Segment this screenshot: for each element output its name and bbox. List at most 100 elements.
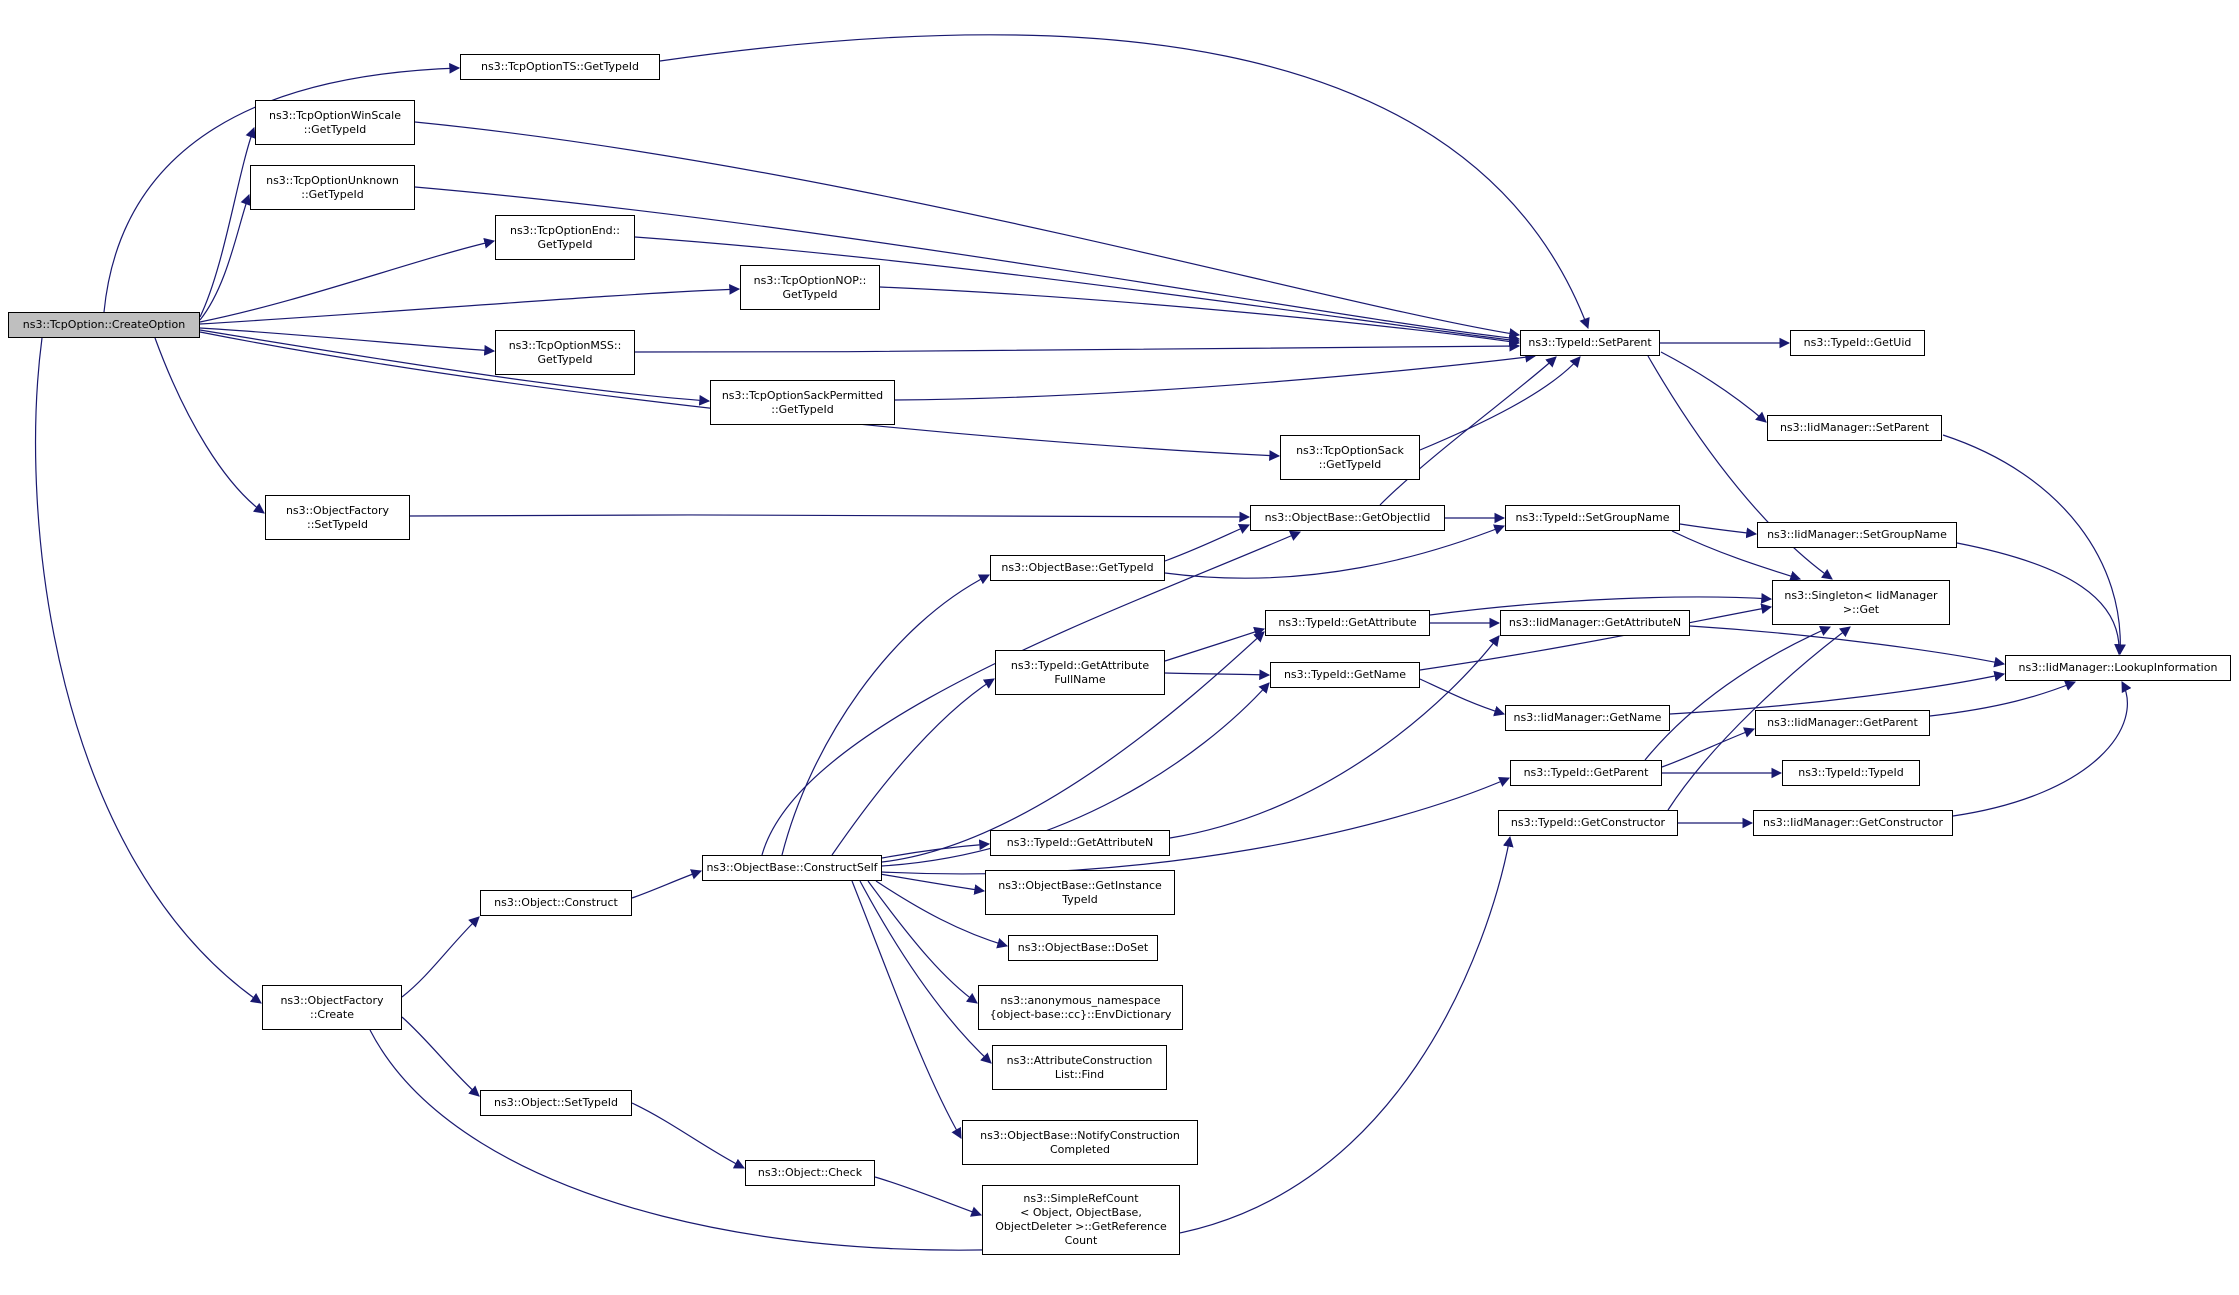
edge-constructself-to-doset	[875, 880, 1009, 949]
node-label: ns3::TypeId::GetParent	[1523, 766, 1649, 779]
node-label: ::GetTypeId	[303, 122, 367, 136]
node-lookupinfo[interactable]: ns3::IidManager::LookupInformation	[2005, 655, 2231, 681]
node-objbase_getobjectiid[interactable]: ns3::ObjectBase::GetObjectIid	[1250, 505, 1445, 531]
node-simple_refcount[interactable]: ns3::SimpleRefCount< Object, ObjectBase,…	[982, 1185, 1180, 1255]
node-label: ::Create	[310, 1007, 354, 1021]
node-typeid_setgroupname[interactable]: ns3::TypeId::SetGroupName	[1505, 505, 1680, 531]
edge-iid_getname-to-lookupinfo	[1669, 670, 2006, 715]
edge-objfac_settypeid-to-objbase_getobjectiid	[409, 511, 1251, 523]
node-label: ns3::TypeId::SetGroupName	[1515, 511, 1670, 524]
node-objbase_gettypeid[interactable]: ns3::ObjectBase::GetTypeId	[990, 555, 1165, 581]
node-iid_getparent[interactable]: ns3::IidManager::GetParent	[1755, 710, 1930, 736]
edge-ts_gettypeid-to-typeid_setparent	[659, 34, 1590, 330]
node-iid_setparent[interactable]: ns3::IidManager::SetParent	[1767, 415, 1942, 441]
node-label: ns3::Object::SetTypeId	[494, 1096, 618, 1109]
node-mss_gettypeid[interactable]: ns3::TcpOptionMSS::GetTypeId	[495, 330, 635, 375]
node-label: ns3::IidManager::SetParent	[1779, 421, 1930, 434]
edge-constructself-to-objbase_getobjectiid	[761, 530, 1301, 856]
node-label: ns3::anonymous_namespace	[1000, 993, 1161, 1007]
node-envdict[interactable]: ns3::anonymous_namespace{object-base::cc…	[978, 985, 1183, 1030]
edge-objbase_gettypeid-to-objbase_getobjectiid	[1164, 524, 1250, 562]
node-doset[interactable]: ns3::ObjectBase::DoSet	[1008, 935, 1158, 961]
edge-objbase_getobjectiid-to-typeid_setparent	[1379, 356, 1557, 506]
node-object_check[interactable]: ns3::Object::Check	[745, 1160, 875, 1186]
node-label: < Object, ObjectBase,	[1020, 1206, 1142, 1219]
node-create_option[interactable]: ns3::TcpOption::CreateOption	[8, 312, 200, 338]
node-object_construct[interactable]: ns3::Object::Construct	[480, 890, 632, 916]
edge-typeid_getname-to-iid_getname	[1419, 678, 1506, 717]
node-typeid_getparent[interactable]: ns3::TypeId::GetParent	[1510, 760, 1662, 786]
node-label: GetTypeId	[537, 237, 593, 251]
edge-typeid_getattributen-to-iid_getattributen	[1169, 635, 1500, 839]
node-label: List::Find	[1054, 1067, 1105, 1081]
node-end_gettypeid[interactable]: ns3::TcpOptionEnd::GetTypeId	[495, 215, 635, 260]
node-label: ns3::TcpOption::CreateOption	[22, 318, 186, 331]
node-typeid_getname[interactable]: ns3::TypeId::GetName	[1270, 662, 1420, 688]
edge-objbase_gettypeid-to-typeid_setgroupname	[1164, 524, 1506, 579]
node-objfac_settypeid[interactable]: ns3::ObjectFactory::SetTypeId	[265, 495, 410, 540]
edge-typeid_getattribute-to-singleton_get	[1429, 593, 1773, 616]
edge-create_option-to-unknown_gettypeid	[199, 193, 251, 321]
node-label: ns3::TypeId::GetName	[1283, 668, 1407, 681]
edge-typeid_setgroupname-to-singleton_get	[1671, 530, 1802, 582]
edge-constructself-to-typeid_getattributen	[881, 839, 991, 859]
node-label: ns3::TypeId::TypeId	[1798, 766, 1904, 779]
edge-create_option-to-winscale_gettypeid	[199, 126, 256, 318]
node-typeid_getattribute[interactable]: ns3::TypeId::GetAttribute	[1265, 610, 1430, 636]
node-label: ns3::TypeId::SetParent	[1528, 336, 1652, 349]
node-iid_setgroupname[interactable]: ns3::IidManager::SetGroupName	[1757, 522, 1957, 548]
node-label: ns3::TypeId::GetUid	[1803, 336, 1912, 349]
node-typeid_typeid[interactable]: ns3::TypeId::TypeId	[1782, 760, 1920, 786]
node-label: >::Get	[1842, 602, 1880, 616]
node-singleton_get[interactable]: ns3::Singleton< IidManager>::Get	[1772, 580, 1950, 625]
edge-constructself-to-find	[859, 880, 992, 1064]
edge-typeid_setgroupname-to-iid_setgroupname	[1679, 523, 1758, 539]
edge-create_option-to-nop_gettypeid	[199, 283, 741, 325]
edge-constructself-to-objbase_gettypeid	[781, 574, 990, 856]
edge-constructself-to-typeid_getparent	[881, 776, 1510, 875]
node-label: ns3::IidManager::SetGroupName	[1767, 528, 1947, 541]
edge-create_option-to-objfac_settypeid	[154, 337, 265, 514]
node-winscale_gettypeid[interactable]: ns3::TcpOptionWinScale::GetTypeId	[255, 100, 415, 145]
node-label: ::GetTypeId	[301, 187, 364, 201]
node-typeid_getattributen[interactable]: ns3::TypeId::GetAttributeN	[990, 830, 1170, 856]
node-label: ns3::ObjectBase::GetObjectIid	[1264, 511, 1431, 524]
edge-create_option-to-ts_gettypeid	[103, 62, 461, 313]
node-label: ns3::ObjectBase::ConstructSelf	[706, 861, 878, 874]
edge-typeid_getconstructor-to-singleton_get	[1667, 626, 1851, 811]
node-typeid_getuid[interactable]: ns3::TypeId::GetUid	[1790, 330, 1925, 356]
node-objfac_create[interactable]: ns3::ObjectFactory::Create	[262, 985, 402, 1030]
node-iid_getattributen[interactable]: ns3::IidManager::GetAttributeN	[1500, 610, 1690, 636]
edge-object_settypeid-to-object_check	[631, 1102, 745, 1169]
node-label: ::GetTypeId	[1318, 457, 1382, 471]
node-nop_gettypeid[interactable]: ns3::TcpOptionNOP::GetTypeId	[740, 265, 880, 310]
node-constructself[interactable]: ns3::ObjectBase::ConstructSelf	[702, 855, 882, 881]
edge-iid_getconstructor-to-lookupinfo	[1952, 681, 2132, 817]
edge-mss_gettypeid-to-typeid_setparent	[634, 340, 1521, 353]
edge-nop_gettypeid-to-typeid_setparent	[879, 286, 1521, 347]
node-label: ns3::TypeId::GetAttribute	[1278, 616, 1417, 629]
node-object_settypeid[interactable]: ns3::Object::SetTypeId	[480, 1090, 632, 1116]
node-iid_getconstructor[interactable]: ns3::IidManager::GetConstructor	[1753, 810, 1953, 836]
node-sack_gettypeid[interactable]: ns3::TcpOptionSack::GetTypeId	[1280, 435, 1420, 480]
edge-object_construct-to-constructself	[631, 869, 703, 899]
node-iid_getname[interactable]: ns3::IidManager::GetName	[1505, 705, 1670, 731]
node-label: ns3::ObjectFactory	[285, 503, 390, 517]
node-ts_gettypeid[interactable]: ns3::TcpOptionTS::GetTypeId	[460, 54, 660, 80]
node-sackperm_gettypeid[interactable]: ns3::TcpOptionSackPermitted::GetTypeId	[710, 380, 895, 425]
edge-create_option-to-end_gettypeid	[199, 237, 496, 323]
node-label: ::SetTypeId	[307, 517, 368, 531]
edge-iid_getattributen-to-lookupinfo	[1689, 625, 2006, 668]
edge-objfac_create-to-object_construct	[401, 916, 480, 998]
node-unknown_gettypeid[interactable]: ns3::TcpOptionUnknown::GetTypeId	[250, 165, 415, 210]
node-label: ::GetTypeId	[771, 402, 834, 416]
node-label: ns3::ObjectBase::DoSet	[1017, 941, 1149, 954]
node-typeid_getconstructor[interactable]: ns3::TypeId::GetConstructor	[1498, 810, 1678, 836]
edge-create_option-to-sackperm_gettypeid	[199, 329, 711, 406]
node-typeid_setparent[interactable]: ns3::TypeId::SetParent	[1520, 330, 1660, 356]
node-label: Count	[1064, 1234, 1098, 1247]
